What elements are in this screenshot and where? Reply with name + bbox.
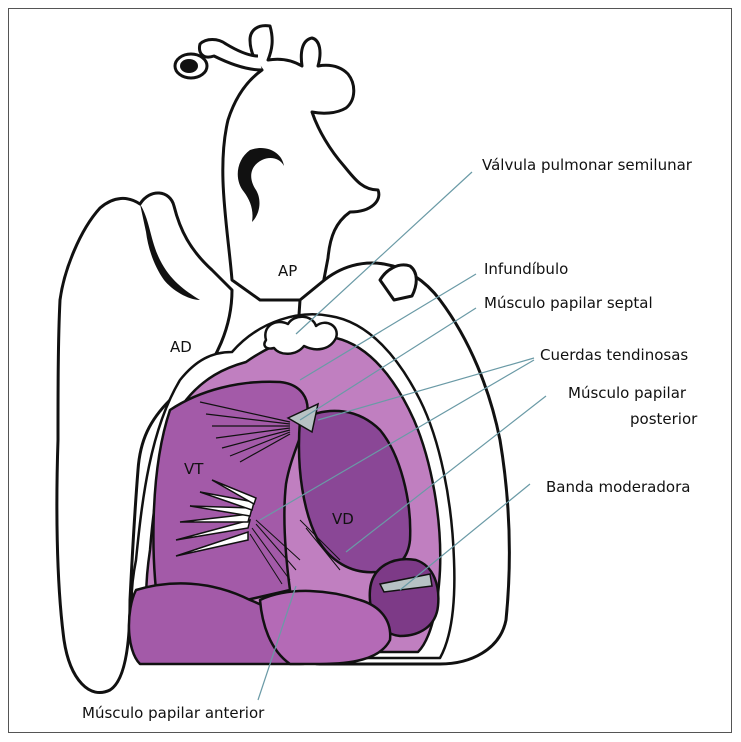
label-pulmonary-valve: Válvula pulmonar semilunar xyxy=(482,156,693,174)
aortic-arch xyxy=(200,26,379,300)
label-vt: VT xyxy=(184,460,204,478)
label-ad: AD xyxy=(170,338,192,356)
valve-cusps xyxy=(264,317,336,354)
label-posterior-papillary-line2: posterior xyxy=(630,410,698,428)
label-posterior-papillary-line1: Músculo papilar xyxy=(568,384,687,402)
label-septal-papillary: Músculo papilar septal xyxy=(484,294,653,312)
label-ap: AP xyxy=(278,262,297,280)
label-anterior-papillary: Músculo papilar anterior xyxy=(82,704,265,722)
label-chordae: Cuerdas tendinosas xyxy=(540,346,688,364)
vessel-opening xyxy=(175,54,207,78)
label-infundibulum: Infundíbulo xyxy=(484,260,568,278)
label-vd: VD xyxy=(332,510,354,528)
label-moderator-band: Banda moderadora xyxy=(546,478,690,496)
